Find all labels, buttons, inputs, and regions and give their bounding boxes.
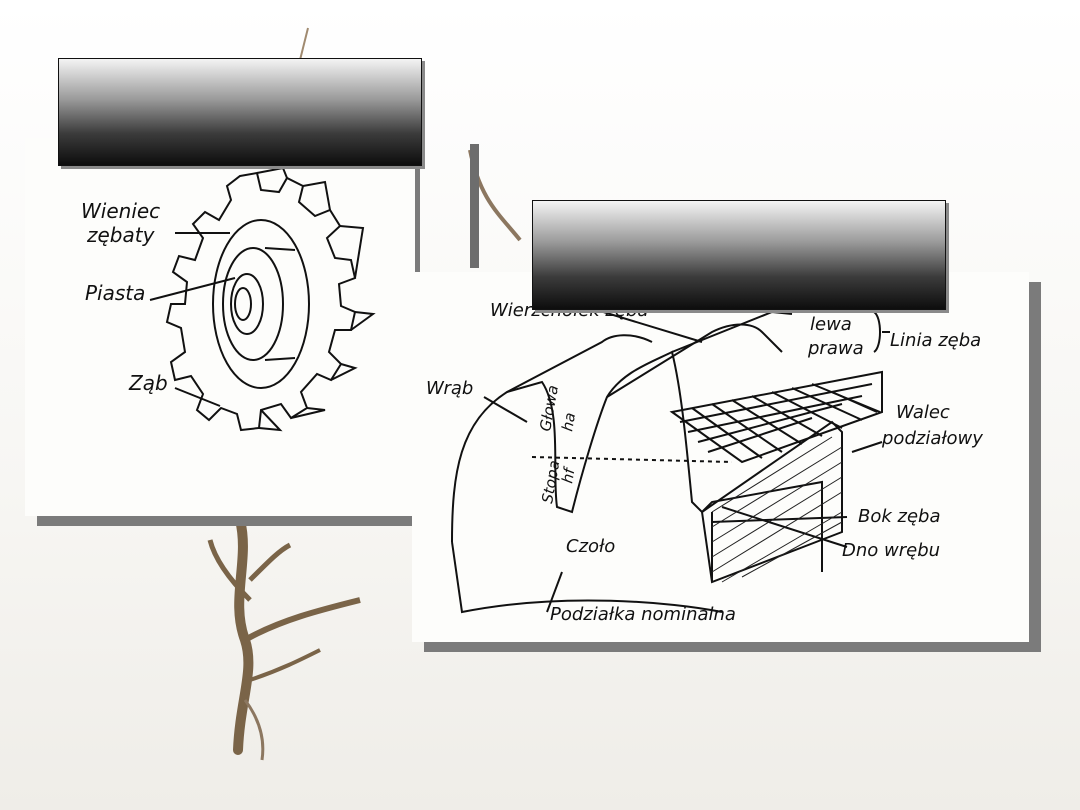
- label-flank: Bok zęba: [858, 506, 941, 527]
- label-face: Czoło: [566, 536, 615, 557]
- label-tooth: Ząb: [128, 371, 168, 395]
- label-notch: Wrąb: [426, 378, 473, 399]
- label-right: prawa: [807, 338, 864, 359]
- left-diagram-panel: Wieniec zębaty Piasta Ząb: [25, 138, 415, 516]
- label-cylinder-2: podziałowy: [881, 428, 983, 449]
- label-hub: Piasta: [85, 281, 145, 305]
- right-title-box: [532, 200, 946, 310]
- label-pitch: Podziałka nominalna: [550, 604, 736, 625]
- label-rim-2: zębaty: [86, 223, 156, 247]
- tooth-diagram: Wierzchołek zęba lewa prawa Linia zęba W…: [426, 300, 983, 625]
- label-rim: Wieniec: [81, 199, 160, 223]
- left-title-box: [58, 58, 422, 166]
- right-diagram-panel: Wierzchołek zęba lewa prawa Linia zęba W…: [412, 272, 1029, 642]
- label-hf: hf: [558, 464, 579, 484]
- connector-bar: [470, 144, 479, 268]
- label-tooth-line: Linia zęba: [890, 330, 981, 351]
- label-bottom: Dno wrębu: [842, 540, 940, 561]
- label-cylinder: Walec: [896, 402, 950, 423]
- label-left: lewa: [810, 314, 852, 335]
- label-ha: ha: [558, 411, 579, 433]
- gear-diagram: Wieniec zębaty Piasta Ząb: [81, 166, 376, 432]
